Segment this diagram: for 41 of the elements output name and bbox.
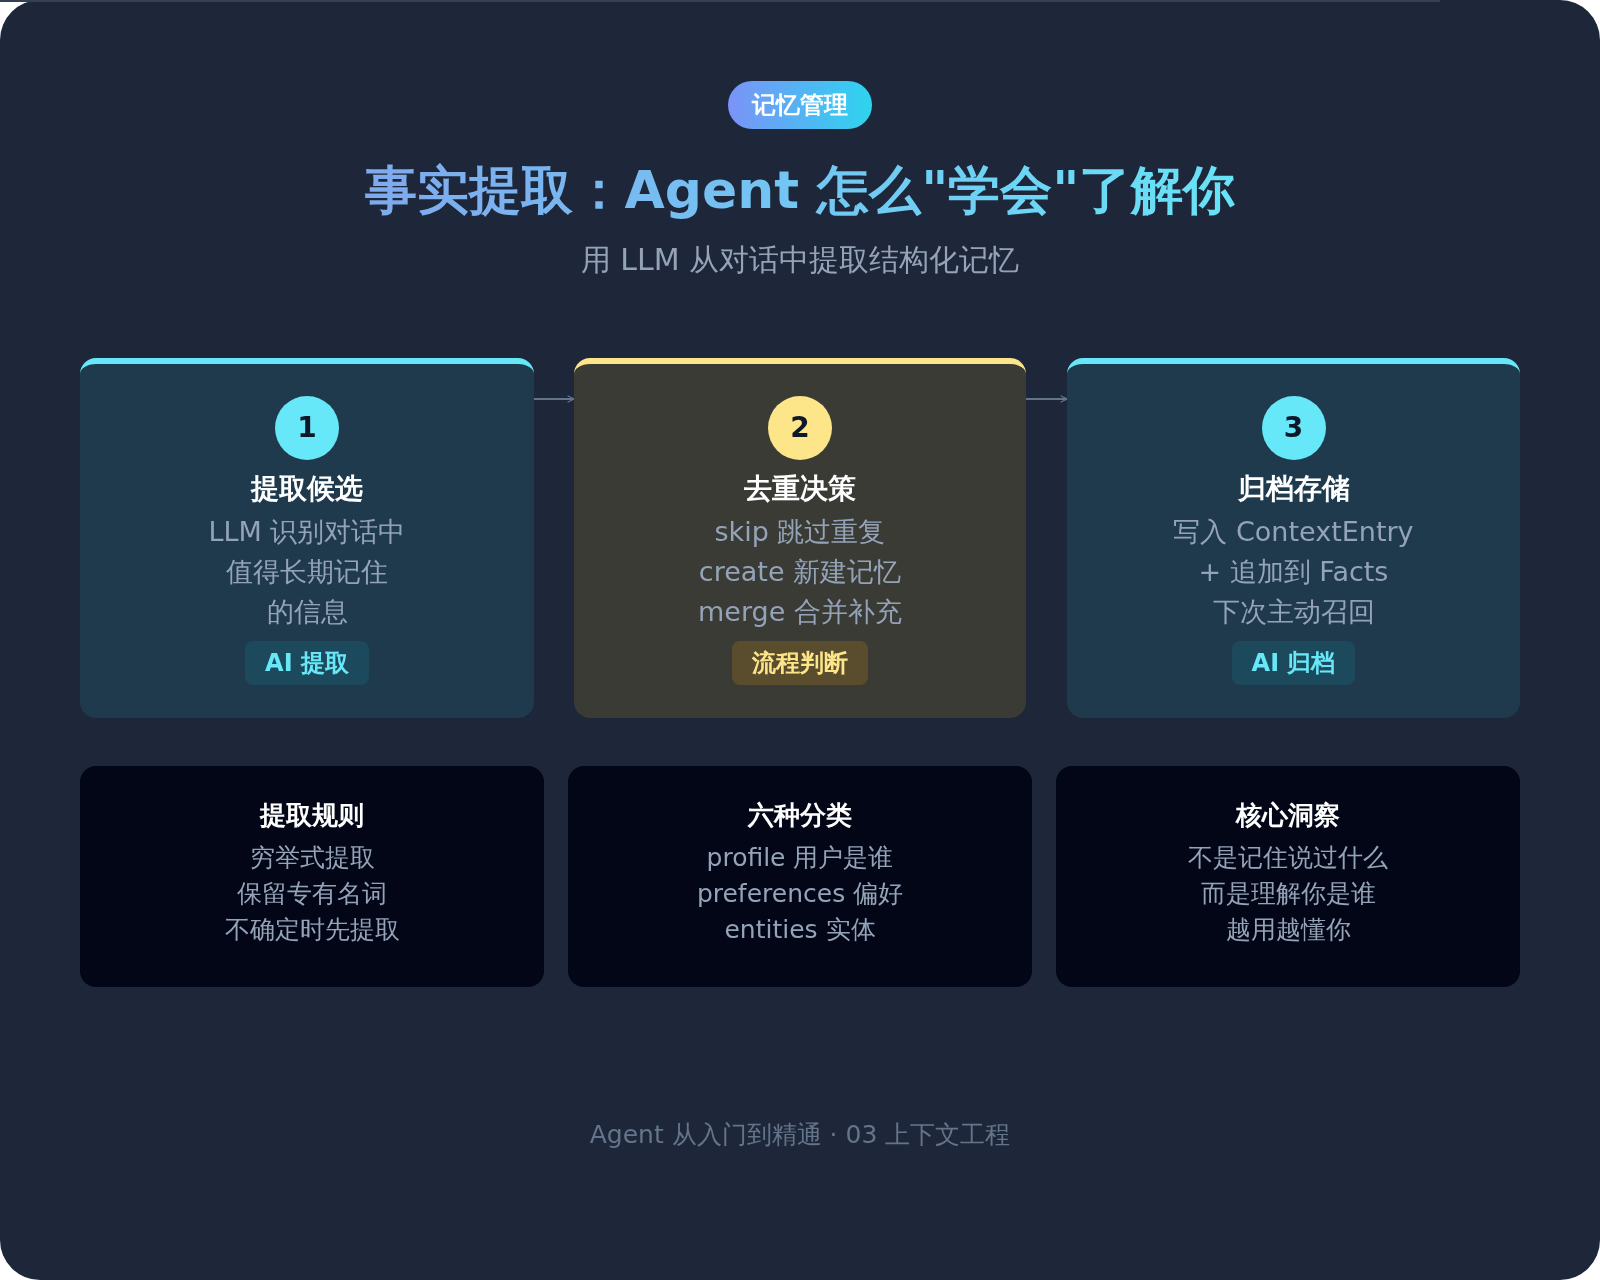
step-title: 去重决策 (744, 472, 856, 506)
card-text: preferences 偏好 (696, 879, 904, 910)
card-text: 不确定时先提取 (224, 915, 400, 946)
step-text: 写入 ContextEntry (1173, 515, 1414, 548)
step-title: 归档存储 (1237, 472, 1350, 506)
card-text: entities 实体 (724, 915, 876, 946)
card-heading: 提取规则 (260, 800, 364, 832)
step-text: 值得长期记住 (226, 556, 388, 589)
tag-badge: AI 归档 (1231, 640, 1356, 685)
step-text: merge 合并补充 (698, 596, 902, 629)
number-circle: 1 (275, 396, 339, 460)
tag-badge: 流程判断 (732, 640, 868, 685)
step-text: + 追加到 Facts (1198, 556, 1389, 589)
card-text: 穷举式提取 (249, 843, 375, 874)
step-card (574, 358, 1026, 718)
card-text: 不是记住说过什么 (1188, 843, 1388, 874)
info-card (1056, 766, 1520, 987)
subtitle: 用 LLM 从对话中提取结构化记忆 (579, 241, 1021, 279)
arrow (1025, 395, 1068, 403)
tag-pill: 记忆管理 (728, 81, 872, 129)
card-text: 而是理解你是谁 (1200, 879, 1376, 910)
step-card (1067, 358, 1520, 718)
step-text: create 新建记忆 (698, 556, 902, 589)
info-card (80, 766, 544, 987)
step-text: 的信息 (266, 596, 348, 629)
info-card (568, 766, 1032, 987)
footer-caption: Agent 从入门到精通 · 03 上下文工程 (588, 1119, 1012, 1151)
card-text: profile 用户是谁 (706, 843, 894, 874)
number-circle: 2 (768, 396, 832, 460)
step-title: 提取候选 (251, 472, 363, 506)
card-text: 保留专有名词 (237, 879, 387, 910)
step-text: skip 跳过重复 (714, 515, 886, 548)
card-heading: 核心洞察 (1236, 800, 1340, 832)
step-card (80, 358, 534, 718)
arrow (533, 395, 575, 403)
number-circle: 3 (1261, 396, 1326, 460)
tag-badge: AI 提取 (245, 640, 369, 685)
step-text: LLM 识别对话中 (208, 515, 406, 548)
step-text: 下次主动召回 (1212, 596, 1375, 629)
card-heading: 六种分类 (748, 800, 852, 832)
card-text: 越用越懂你 (1225, 915, 1351, 946)
